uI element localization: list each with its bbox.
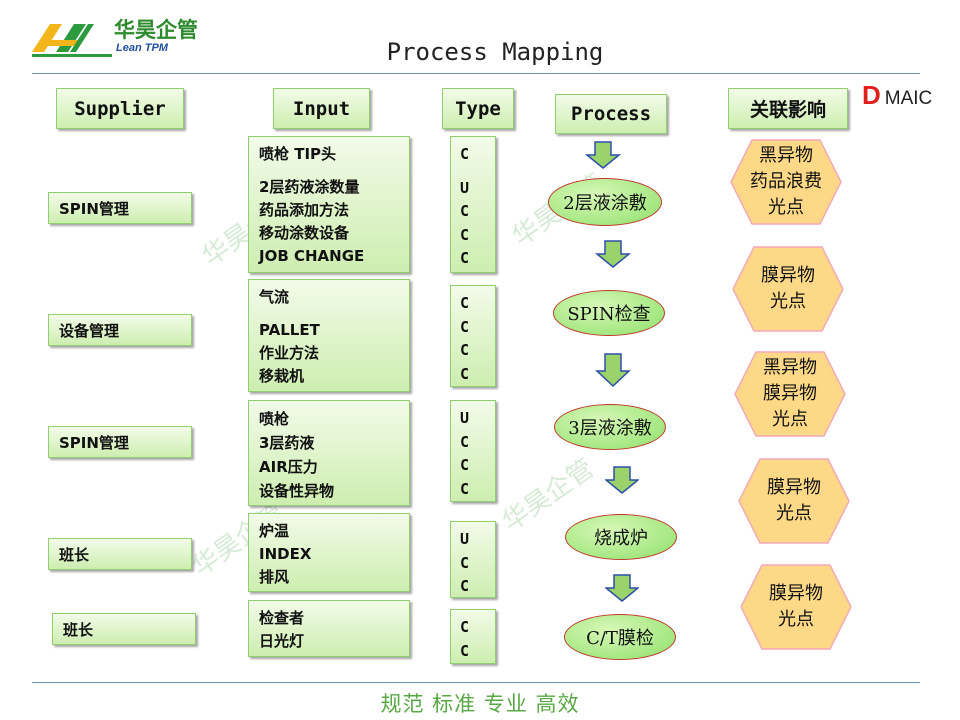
down-arrow-icon [595,240,631,268]
phase-highlight: D [862,80,881,110]
impact-item: 光点 [772,409,808,430]
process-step: C/T膜检 [564,614,676,660]
type-code: U [460,530,470,548]
column-header-type: Type [442,88,514,129]
column-header-impact: 关联影响 [728,88,848,129]
impact-hexagon: 黑异物 药品浪费 光点 [730,139,842,225]
input-item: 3层药液 [259,434,315,452]
type-code: C [460,553,470,572]
input-item: INDEX [259,545,312,563]
down-arrow-icon [605,574,639,602]
input-item: AIR压力 [259,458,318,476]
input-item: 排风 [259,568,290,586]
input-box: 喷枪 3层药液 AIR压力 设备性异物 [248,400,410,506]
column-header-input: Input [273,88,370,129]
type-code: C [460,225,470,244]
type-code: U [460,178,470,197]
input-item: 2层药液涂数量 [259,178,360,196]
type-box: C C [450,609,496,664]
logo-icon [32,24,112,57]
type-code: U [460,409,470,427]
input-item: 检查者 [259,609,305,627]
type-code: C [460,432,470,451]
supplier-box: 班长 [48,538,192,570]
phase-rest: MAIC [884,88,933,109]
divider [32,73,920,74]
input-item: 气流 [259,288,290,306]
page-title: Process Mapping [386,38,604,66]
process-step: 烧成炉 [565,514,677,560]
column-header-supplier: Supplier [56,88,184,129]
type-box: C U C C C [450,136,496,273]
brand-name: 华昊企管 [114,18,198,42]
impact-hexagon: 膜异物 光点 [732,246,844,332]
type-code: C [460,479,470,498]
type-code: C [460,294,470,312]
divider [32,682,920,683]
impact-item: 膜异物 [763,383,817,404]
impact-item: 膜异物 [767,477,821,498]
input-item: 喷枪 TIP头 [259,145,337,163]
input-item: 作业方法 [259,344,320,362]
impact-hexagon: 膜异物 光点 [740,564,852,650]
input-item: PALLET [259,321,320,339]
type-code: C [460,577,470,595]
column-header-process: Process [555,94,667,134]
process-step: 3层液涂敷 [554,404,666,450]
input-box: 喷枪 TIP头 2层药液涂数量 药品添加方法 移动涂数设备 JOB CHANGE [248,136,410,273]
input-item: 设备性异物 [259,482,335,500]
type-code: C [460,145,470,163]
supplier-box: SPIN管理 [48,192,192,224]
footer-slogan: 规范 标准 专业 高效 [380,692,580,716]
type-code: C [460,317,470,336]
impact-item: 膜异物 [769,583,823,604]
input-item: JOB CHANGE [259,247,365,265]
input-item: 日光灯 [259,632,305,650]
down-arrow-icon [605,466,639,494]
type-code: C [460,249,470,267]
type-box: C C C C [450,285,496,387]
type-box: U C C C [450,400,496,502]
impact-item: 黑异物 [759,145,813,166]
brand-sub: Lean TPM [116,42,168,54]
type-code: C [460,364,470,383]
input-item: 移动涂数设备 [259,224,350,242]
type-box: U C C [450,521,496,598]
impact-item: 光点 [770,291,806,312]
process-step: 2层液涂敷 [548,178,662,226]
brand-logo: 华昊企管 Lean TPM [30,14,240,60]
down-arrow-icon [585,141,621,169]
type-code: C [460,641,470,660]
impact-hexagon: 黑异物 膜异物 光点 [734,351,846,437]
type-code: C [460,202,470,220]
impact-item: 光点 [768,197,804,218]
input-item: 药品添加方法 [259,201,350,219]
input-box: 检查者 日光灯 [248,600,410,657]
input-item: 移栽机 [259,367,305,385]
type-code: C [460,618,470,636]
process-step: SPIN检查 [553,290,665,336]
type-code: C [460,341,470,359]
down-arrow-icon [595,353,631,387]
impact-item: 膜异物 [761,265,815,286]
supplier-box: 设备管理 [48,314,192,346]
impact-item: 光点 [776,503,812,524]
impact-item: 光点 [778,609,814,630]
supplier-box: 班长 [52,613,196,645]
input-item: 炉温 [259,522,290,540]
supplier-box: SPIN管理 [48,426,192,458]
impact-hexagon: 膜异物 光点 [738,458,850,544]
type-code: C [460,456,470,474]
input-box: 炉温 INDEX 排风 [248,513,410,592]
input-box: 气流 PALLET 作业方法 移栽机 [248,279,410,392]
input-item: 喷枪 [259,410,290,428]
impact-item: 药品浪费 [750,171,822,192]
impact-item: 黑异物 [763,357,817,378]
